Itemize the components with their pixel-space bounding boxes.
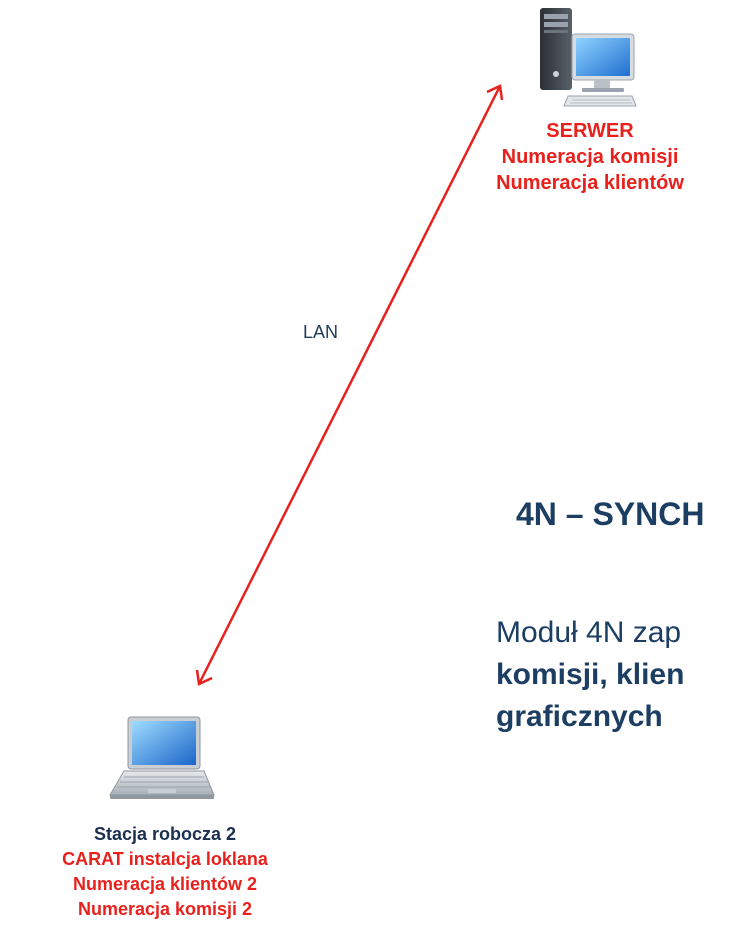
slide-heading: 4N – SYNCH	[516, 496, 705, 532]
lan-label: LAN	[303, 322, 339, 342]
workstation-line-3: Numeracja komisji 2	[77, 899, 253, 919]
server-title: SERWER	[546, 120, 634, 142]
description-line-1: Moduł 4N zap	[496, 616, 682, 649]
workstation-label: Stacja robocza 2 CARAT instalcja loklana…	[0, 822, 330, 922]
server-computer-icon	[540, 8, 637, 107]
workstation-title: Stacja robocza 2	[93, 824, 237, 844]
arrowhead-bottom	[195, 669, 213, 686]
description-text: Moduł 4N zap komisji, klien graficznych	[496, 612, 684, 738]
description-line-3: graficznych	[496, 700, 663, 733]
server-label: SERWER Numeracja komisji Numeracja klien…	[440, 118, 739, 196]
arrowhead-top	[486, 84, 504, 101]
description-line-2: komisji, klien	[496, 658, 685, 691]
server-line-2: Numeracja klientów	[496, 172, 684, 194]
laptop-icon	[109, 716, 215, 799]
workstation-line-2: Numeracja klientów 2	[72, 874, 258, 894]
workstation-line-1: CARAT instalcja loklana	[62, 849, 268, 869]
server-line-1: Numeracja komisji	[501, 146, 679, 168]
